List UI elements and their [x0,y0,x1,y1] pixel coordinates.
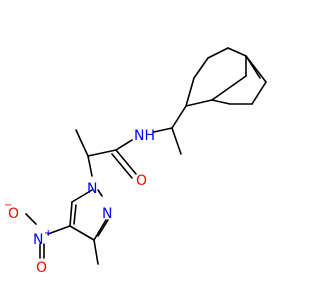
bond [69,225,95,241]
bond [211,99,231,105]
bond [193,57,209,79]
bond [207,47,229,59]
atom-nitrogen: N [102,206,112,222]
bond [47,225,71,235]
bond [115,139,133,151]
bond [97,219,109,237]
bond [97,189,103,197]
bond [251,81,267,105]
bonds [25,47,267,265]
bond [185,77,195,107]
bond [171,127,182,155]
bond [87,155,93,177]
bond [153,127,173,133]
atom-oxygen: O [136,173,147,189]
bond [111,153,133,179]
atom-nitrogen: N [33,232,43,248]
bond [227,47,247,57]
bond [115,149,137,175]
molecule-drawing: NH O N N N + O − O [4,47,267,276]
bond [93,239,99,265]
bond [87,149,117,157]
atom-nitrogen: N [87,181,97,197]
atom-oxygen: O [36,260,47,276]
bond [69,201,73,227]
charge-plus: + [44,228,52,239]
bond [185,99,213,107]
bond [71,189,93,203]
bond [245,55,267,83]
bond [171,105,187,129]
bond [211,75,247,101]
atom-labels: NH O N N N + O − O [4,128,155,276]
bond [75,129,89,157]
atom-oxygen: O [8,206,19,222]
charge-minus: − [4,200,12,211]
atom-nh: NH [134,128,155,144]
bond [25,213,37,225]
bond [93,219,107,241]
bond [73,204,77,225]
structure-svg: NH O N N N + O − O [4,47,267,276]
